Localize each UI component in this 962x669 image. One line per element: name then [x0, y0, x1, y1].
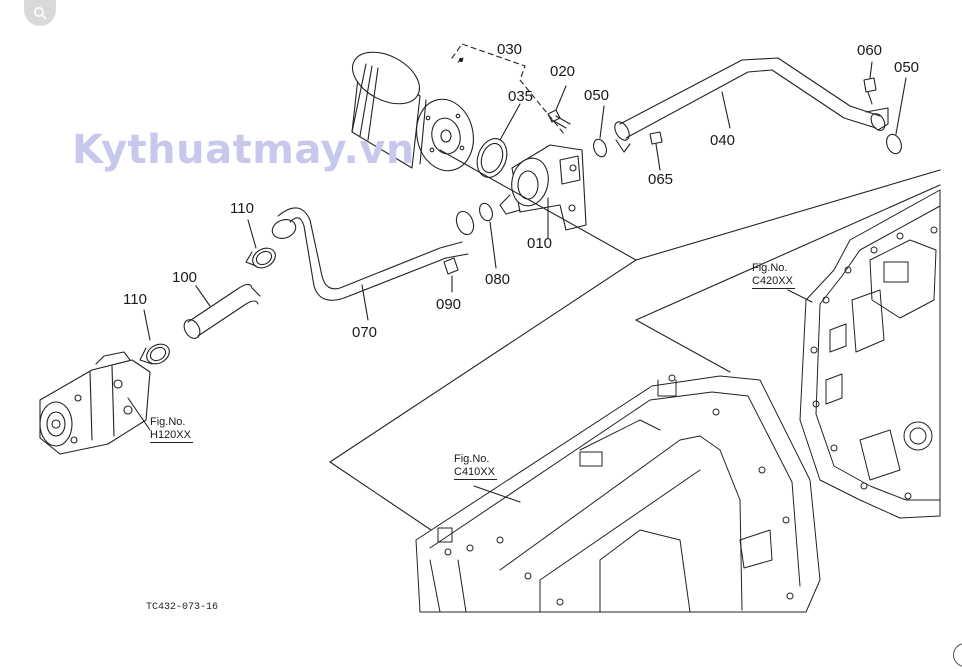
callout-035: 035	[508, 88, 534, 105]
callout-070: 070	[352, 324, 378, 341]
figref-c420-label: Fig.No.	[752, 262, 788, 274]
transmission-case	[415, 374, 821, 613]
figref-c410[interactable]: Fig.No. C410XX	[454, 453, 497, 480]
callout-110-lower: 110	[123, 291, 147, 308]
callout-050-right: 050	[894, 59, 920, 76]
search-button[interactable]	[24, 0, 56, 26]
figref-c420[interactable]: Fig.No. C420XX	[752, 262, 795, 289]
bolt-020	[547, 109, 571, 129]
hose-100	[183, 283, 261, 339]
callout-090: 090	[436, 296, 462, 313]
callout-010: 010	[527, 235, 553, 252]
callout-020: 020	[550, 63, 576, 80]
hydraulic-pump	[39, 351, 151, 455]
rear-housing	[799, 189, 941, 519]
figref-c410-number: C410XX	[454, 466, 497, 480]
callout-040: 040	[710, 132, 736, 149]
figref-h120[interactable]: Fig.No. H120XX	[150, 416, 193, 443]
hose-070	[271, 207, 475, 301]
callout-050-left: 050	[584, 87, 610, 104]
figref-h120-label: Fig.No.	[150, 416, 186, 428]
figref-c410-label: Fig.No.	[454, 453, 490, 465]
callout-100: 100	[172, 269, 198, 286]
filter-head-010	[499, 144, 587, 231]
callout-110-upper: 110	[230, 200, 254, 217]
figref-c420-number: C420XX	[752, 275, 795, 289]
pipe-040	[614, 57, 889, 153]
callout-030: 030	[497, 41, 523, 58]
drawing-code: TC432-073-16	[146, 602, 219, 613]
callout-060: 060	[857, 42, 883, 59]
oil-filter-030	[351, 51, 474, 172]
callout-080: 080	[485, 271, 511, 288]
callout-065: 065	[648, 171, 674, 188]
search-icon	[34, 7, 47, 20]
figref-h120-number: H120XX	[150, 429, 193, 443]
